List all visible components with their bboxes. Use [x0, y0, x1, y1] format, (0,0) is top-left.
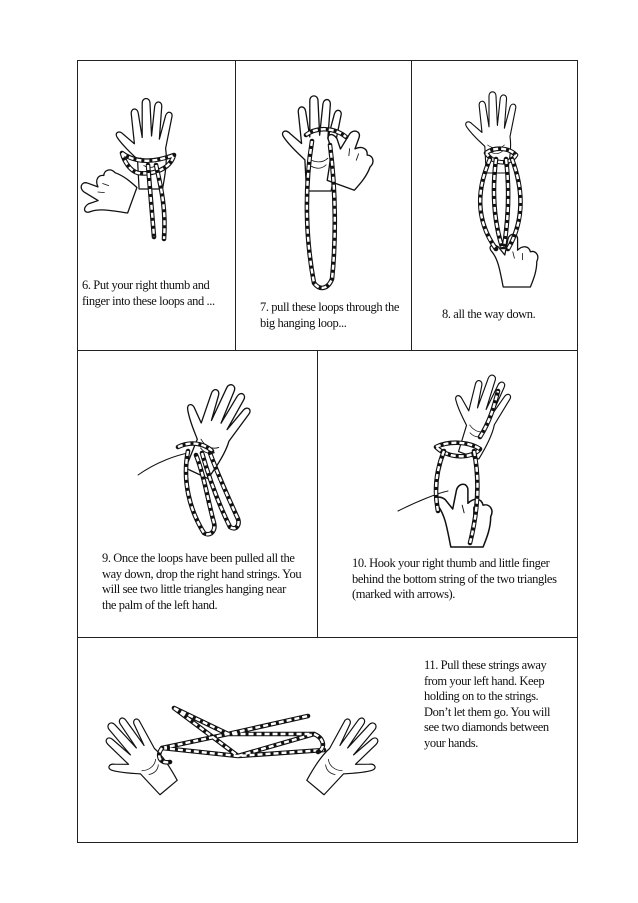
caption-step-6: 6. Put your right thumb and finger into … — [82, 278, 232, 309]
caption-step-9: 9. Once the loops have been pulled all t… — [102, 551, 302, 613]
caption-step-8: 8. all the way down. — [442, 307, 574, 323]
hands-string-figure-step-8-icon — [412, 61, 579, 291]
panel-step-9: 9. Once the loops have been pulled all t… — [78, 351, 318, 637]
hands-string-figure-step-11-icon — [78, 638, 418, 842]
caption-step-11: 11. Pull these strings away from your le… — [424, 658, 554, 751]
row-steps-9-10: 9. Once the loops have been pulled all t… — [78, 351, 577, 638]
row-steps-6-8: 6. Put your right thumb and finger into … — [78, 61, 577, 351]
panel-step-7: 7. pull these loops through the big hang… — [236, 61, 412, 350]
hands-string-figure-step-7-icon — [236, 61, 412, 291]
caption-step-7: 7. pull these loops through the big hang… — [260, 300, 410, 331]
row-step-11: 11. Pull these strings away from your le… — [78, 638, 577, 842]
panel-step-11: 11. Pull these strings away from your le… — [78, 638, 579, 842]
panel-step-10: 10. Hook your right thumb and little fin… — [318, 351, 579, 637]
panel-step-8: 8. all the way down. — [412, 61, 579, 350]
instruction-sheet: 6. Put your right thumb and finger into … — [77, 60, 578, 843]
hands-string-figure-step-6-icon — [78, 61, 236, 281]
hands-string-figure-step-10-icon — [318, 351, 579, 551]
caption-step-10: 10. Hook your right thumb and little fin… — [352, 556, 572, 603]
panel-step-6: 6. Put your right thumb and finger into … — [78, 61, 236, 350]
hand-string-figure-step-9-icon — [78, 351, 318, 551]
